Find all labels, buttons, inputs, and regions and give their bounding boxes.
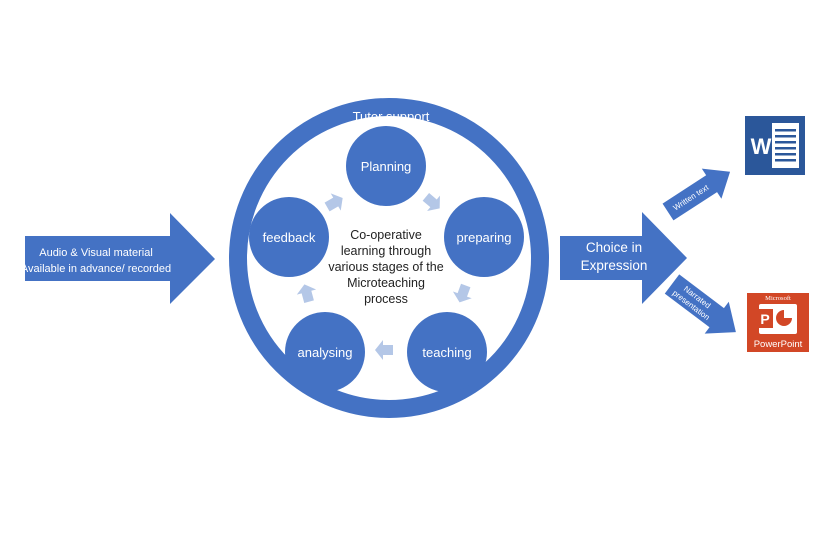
- cycle-arrow-planning-preparing: [422, 193, 440, 211]
- stage-planning-label: Planning: [361, 159, 412, 174]
- center-text-line3: various stages of the: [328, 260, 443, 274]
- cycle-arrow-preparing-teaching: [452, 283, 472, 303]
- output-arrow-line1: Choice in: [586, 240, 642, 255]
- center-text: Co-operative learning through various st…: [328, 228, 443, 306]
- center-text-line2: learning through: [341, 244, 431, 258]
- stage-analysing-label: analysing: [298, 345, 353, 360]
- powerpoint-icon-letter: P: [760, 311, 769, 327]
- powerpoint-icon: Microsoft P PowerPoint: [747, 293, 809, 352]
- branch-arrow-narrated: [664, 274, 736, 334]
- branch-arrow-written: [662, 168, 731, 221]
- word-icon-letter: W: [751, 134, 772, 159]
- stage-teaching: [407, 312, 487, 392]
- input-arrow: [25, 213, 215, 304]
- stage-planning: [346, 126, 426, 206]
- center-text-line4: Microteaching: [347, 276, 425, 290]
- stage-analysing: [285, 312, 365, 392]
- tutor-support-ring: [229, 98, 549, 418]
- powerpoint-icon-label: PowerPoint: [754, 339, 803, 350]
- center-text-line5: process: [364, 292, 408, 306]
- stage-preparing: [444, 197, 524, 277]
- stage-feedback: [249, 197, 329, 277]
- cycle-arrow-teaching-analysing: [375, 340, 393, 360]
- output-arrow-line2: Expression: [581, 258, 648, 273]
- cycle-arrow-feedback-planning: [324, 193, 343, 212]
- powerpoint-icon-top-text: Microsoft: [765, 295, 791, 302]
- cycle-arrow-analysing-feedback: [296, 284, 317, 304]
- word-icon: W: [745, 116, 805, 175]
- stage-preparing-label: preparing: [457, 230, 512, 245]
- input-arrow-line2: Available in advance/ recorded: [21, 263, 171, 275]
- center-text-line1: Co-operative: [350, 228, 422, 242]
- tutor-support-label: Tutor support: [353, 109, 430, 124]
- stage-teaching-label: teaching: [422, 345, 471, 360]
- stage-feedback-label: feedback: [263, 230, 316, 245]
- output-arrow: [560, 212, 687, 304]
- input-arrow-line1: Audio & Visual material: [39, 247, 153, 259]
